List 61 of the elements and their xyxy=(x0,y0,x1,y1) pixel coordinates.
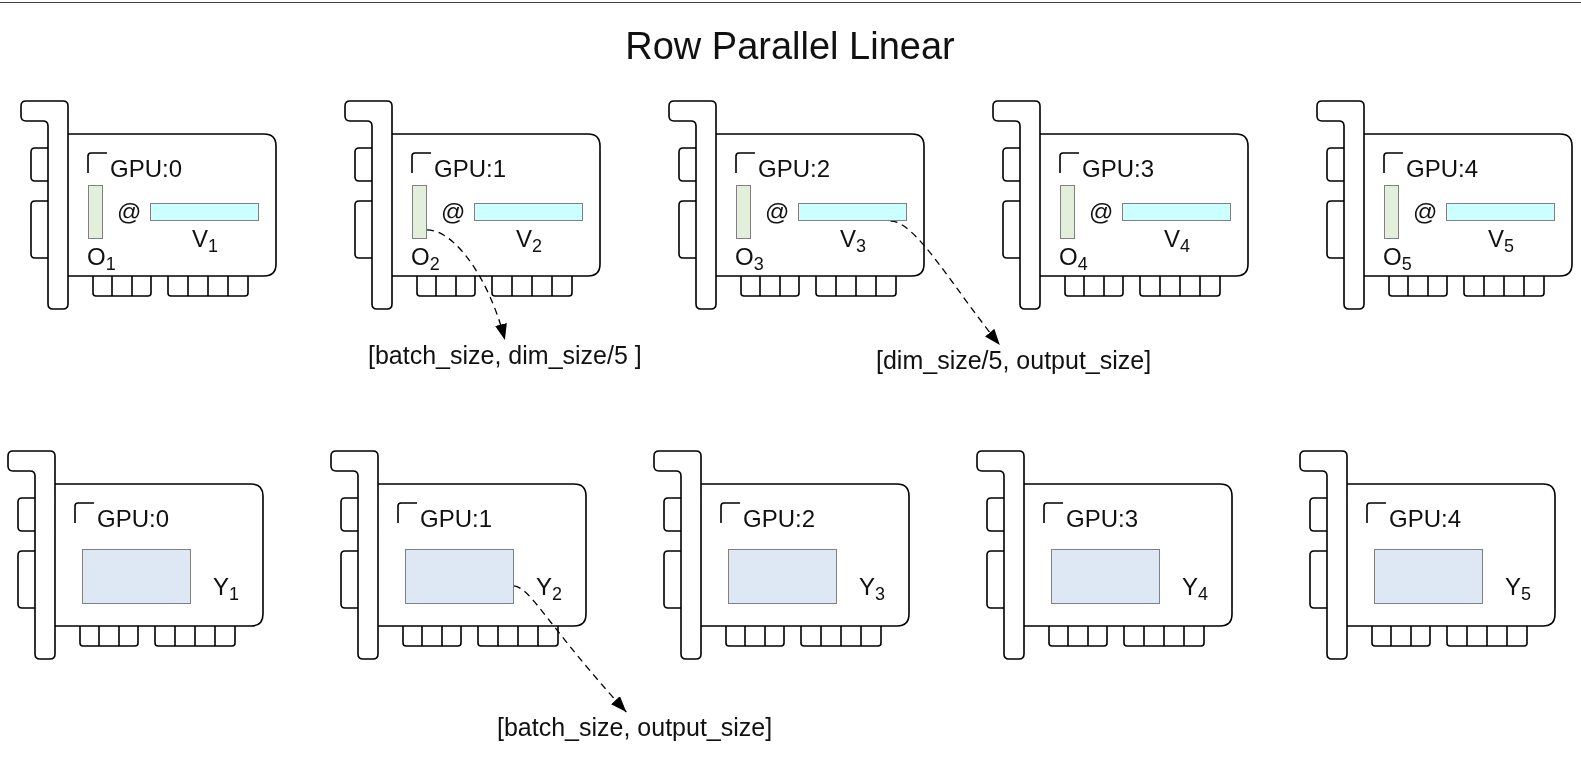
matrix-block xyxy=(1051,549,1160,604)
matrix-label: O$_{2}$ xyxy=(411,245,440,269)
gpu-label: GPU:2 xyxy=(758,157,831,181)
gpu-label: GPU:0 xyxy=(110,157,183,181)
gpu-card xyxy=(7,450,265,661)
matrix-block xyxy=(736,185,751,239)
gpu-card xyxy=(992,100,1250,311)
matrix-label: Y$_{5}$ xyxy=(1505,575,1532,599)
matrix-block xyxy=(728,549,837,604)
matrix-label: Y$_{4}$ xyxy=(1182,575,1209,599)
matrix-label: V$_{4}$ xyxy=(1164,227,1191,251)
matrix-label: Y$_{2}$ xyxy=(536,575,563,599)
operator-label: @ xyxy=(1089,200,1114,224)
matrix-block xyxy=(1374,549,1483,604)
gpu-card xyxy=(976,450,1234,661)
matrix-label: O$_{3}$ xyxy=(735,245,764,269)
tensor-shape-label: [batch_size, dim_size/5 ] xyxy=(368,340,642,370)
matrix-block xyxy=(412,185,427,239)
gpu-card xyxy=(1299,450,1557,661)
matrix-block xyxy=(798,203,907,221)
matrix-block xyxy=(1446,203,1555,221)
operator-label: @ xyxy=(765,200,790,224)
matrix-block xyxy=(150,203,259,221)
gpu-label: GPU:4 xyxy=(1389,507,1462,531)
matrix-label: O$_{1}$ xyxy=(87,245,116,269)
matrix-label: Y$_{1}$ xyxy=(213,575,240,599)
matrix-block xyxy=(82,549,191,604)
gpu-label: GPU:0 xyxy=(97,507,170,531)
matrix-label: V$_{3}$ xyxy=(840,227,867,251)
gpu-label: GPU:3 xyxy=(1082,157,1155,181)
gpu-label: GPU:1 xyxy=(434,157,507,181)
gpu-label: GPU:1 xyxy=(420,507,493,531)
matrix-block xyxy=(88,185,103,239)
matrix-label: V$_{1}$ xyxy=(192,227,219,251)
dashed-arrow xyxy=(426,229,507,341)
matrix-block xyxy=(1060,185,1075,239)
title: Row Parallel Linear xyxy=(625,27,955,65)
operator-label: @ xyxy=(1413,200,1438,224)
gpu-label: GPU:4 xyxy=(1406,157,1479,181)
matrix-block xyxy=(1122,203,1231,221)
matrix-block xyxy=(405,549,514,604)
tensor-shape-label: [dim_size/5, output_size] xyxy=(876,345,1152,375)
matrix-label: V$_{5}$ xyxy=(1488,227,1515,251)
gpu-card xyxy=(20,100,278,311)
operator-label: @ xyxy=(117,200,142,224)
gpu-card xyxy=(1316,100,1574,311)
gpu-label: GPU:2 xyxy=(743,507,816,531)
operator-label: @ xyxy=(441,200,466,224)
matrix-label: Y$_{3}$ xyxy=(859,575,886,599)
gpu-card xyxy=(330,450,588,661)
matrix-block xyxy=(474,203,583,221)
gpu-label: GPU:3 xyxy=(1066,507,1139,531)
matrix-label: O$_{4}$ xyxy=(1059,245,1088,269)
tensor-shape-label: [batch_size, output_size] xyxy=(497,712,773,742)
gpu-card xyxy=(653,450,911,661)
matrix-block xyxy=(1384,185,1399,239)
gpu-card xyxy=(668,100,926,311)
matrix-label: O$_{5}$ xyxy=(1383,245,1412,269)
matrix-label: V$_{2}$ xyxy=(516,227,543,251)
gpu-card xyxy=(344,100,602,311)
dashed-arrow xyxy=(513,585,627,713)
